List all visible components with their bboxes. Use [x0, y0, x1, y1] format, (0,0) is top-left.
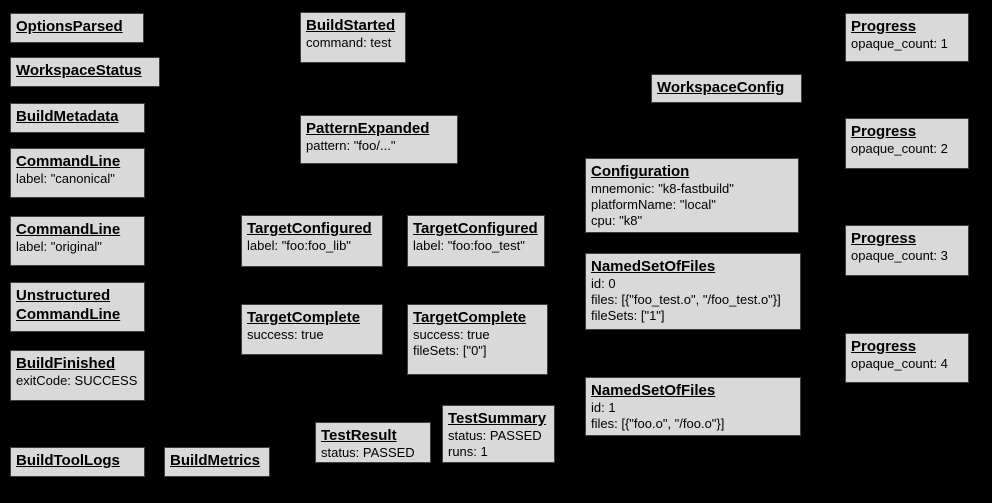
- event-field: runs: 1: [448, 444, 488, 459]
- event-field: cpu: "k8": [591, 213, 643, 228]
- event-box-build-started: BuildStarted command: test: [300, 12, 406, 63]
- event-field: opaque_count: 4: [851, 356, 948, 371]
- event-field: files: [{"foo.o", "/foo.o"}]: [591, 416, 725, 431]
- event-title: Unstructured CommandLine: [16, 287, 121, 323]
- event-box-command-line-original: CommandLine label: "original": [10, 216, 145, 266]
- event-box-progress-1: Progress opaque_count: 1: [845, 13, 969, 62]
- event-title: WorkspaceConfig: [657, 79, 785, 96]
- event-title: TargetConfigured: [413, 220, 538, 237]
- event-box-target-configured-foo-lib: TargetConfigured label: "foo:foo_lib": [241, 215, 383, 267]
- event-field: opaque_count: 3: [851, 248, 948, 263]
- event-field: opaque_count: 1: [851, 36, 948, 51]
- event-title: CommandLine: [16, 221, 121, 238]
- event-box-target-complete-foo-test: TargetComplete success: true fileSets: […: [407, 304, 548, 375]
- event-title: BuildMetrics: [170, 452, 261, 469]
- event-field: success: true: [413, 327, 490, 342]
- event-title: WorkspaceStatus: [16, 62, 142, 79]
- event-field: label: "original": [16, 239, 102, 254]
- event-title: CommandLine: [16, 153, 121, 170]
- event-box-options-parsed: OptionsParsed: [10, 13, 144, 43]
- event-field: files: [{"foo_test.o", "/foo_test.o"}]: [591, 292, 781, 307]
- event-field: label: "canonical": [16, 171, 115, 186]
- event-field: success: true: [247, 327, 324, 342]
- event-field: id: 1: [591, 400, 616, 415]
- event-box-named-set-of-files-1: NamedSetOfFiles id: 1 files: [{"foo.o", …: [585, 377, 801, 436]
- event-box-test-summary: TestSummary status: PASSED runs: 1: [442, 405, 555, 463]
- event-box-target-configured-foo-test: TargetConfigured label: "foo:foo_test": [407, 215, 545, 267]
- event-field: pattern: "foo/...": [306, 138, 396, 153]
- event-title: Configuration: [591, 163, 690, 180]
- event-box-build-metadata: BuildMetadata: [10, 103, 145, 133]
- event-box-workspace-config: WorkspaceConfig: [651, 74, 802, 103]
- event-title: TargetComplete: [413, 309, 527, 326]
- event-title: Progress: [851, 18, 917, 35]
- event-title: TargetConfigured: [247, 220, 372, 237]
- event-field: exitCode: SUCCESS: [16, 373, 138, 388]
- event-box-progress-4: Progress opaque_count: 4: [845, 333, 969, 383]
- event-title: TargetComplete: [247, 309, 361, 326]
- event-box-test-result: TestResult status: PASSED: [315, 422, 431, 463]
- event-title: NamedSetOfFiles: [591, 382, 716, 399]
- event-title: Progress: [851, 230, 917, 247]
- event-box-command-line-canonical: CommandLine label: "canonical": [10, 148, 145, 198]
- event-box-build-tool-logs: BuildToolLogs: [10, 447, 145, 477]
- event-title: TestResult: [321, 427, 397, 444]
- event-field: fileSets: ["0"]: [413, 343, 487, 358]
- event-field: command: test: [306, 35, 392, 50]
- event-field: id: 0: [591, 276, 616, 291]
- event-title: BuildFinished: [16, 355, 116, 372]
- event-box-unstructured-command-line: Unstructured CommandLine: [10, 282, 145, 332]
- event-box-build-finished: BuildFinished exitCode: SUCCESS: [10, 350, 145, 401]
- event-box-progress-3: Progress opaque_count: 3: [845, 225, 969, 276]
- event-title: NamedSetOfFiles: [591, 258, 716, 275]
- event-field: status: PASSED: [448, 428, 542, 443]
- event-field: fileSets: ["1"]: [591, 308, 665, 323]
- event-box-pattern-expanded: PatternExpanded pattern: "foo/...": [300, 115, 458, 164]
- event-title: Progress: [851, 338, 917, 355]
- event-box-build-metrics: BuildMetrics: [164, 447, 270, 477]
- event-field: label: "foo:foo_test": [413, 238, 525, 253]
- event-title: BuildMetadata: [16, 108, 119, 125]
- event-box-target-complete-foo-lib: TargetComplete success: true: [241, 304, 383, 355]
- event-field: label: "foo:foo_lib": [247, 238, 351, 253]
- event-title: BuildStarted: [306, 17, 396, 34]
- event-title: Progress: [851, 123, 917, 140]
- event-box-workspace-status: WorkspaceStatus: [10, 57, 160, 87]
- event-box-configuration: Configuration mnemonic: "k8-fastbuild" p…: [585, 158, 799, 233]
- event-title: PatternExpanded: [306, 120, 430, 137]
- event-title: OptionsParsed: [16, 18, 123, 35]
- event-title: BuildToolLogs: [16, 452, 120, 469]
- event-box-named-set-of-files-0: NamedSetOfFiles id: 0 files: [{"foo_test…: [585, 253, 801, 330]
- event-title: TestSummary: [448, 410, 547, 427]
- event-field: opaque_count: 2: [851, 141, 948, 156]
- event-box-progress-2: Progress opaque_count: 2: [845, 118, 969, 169]
- event-field: status: PASSED: [321, 445, 415, 460]
- event-field: platformName: "local": [591, 197, 716, 212]
- event-field: mnemonic: "k8-fastbuild": [591, 181, 734, 196]
